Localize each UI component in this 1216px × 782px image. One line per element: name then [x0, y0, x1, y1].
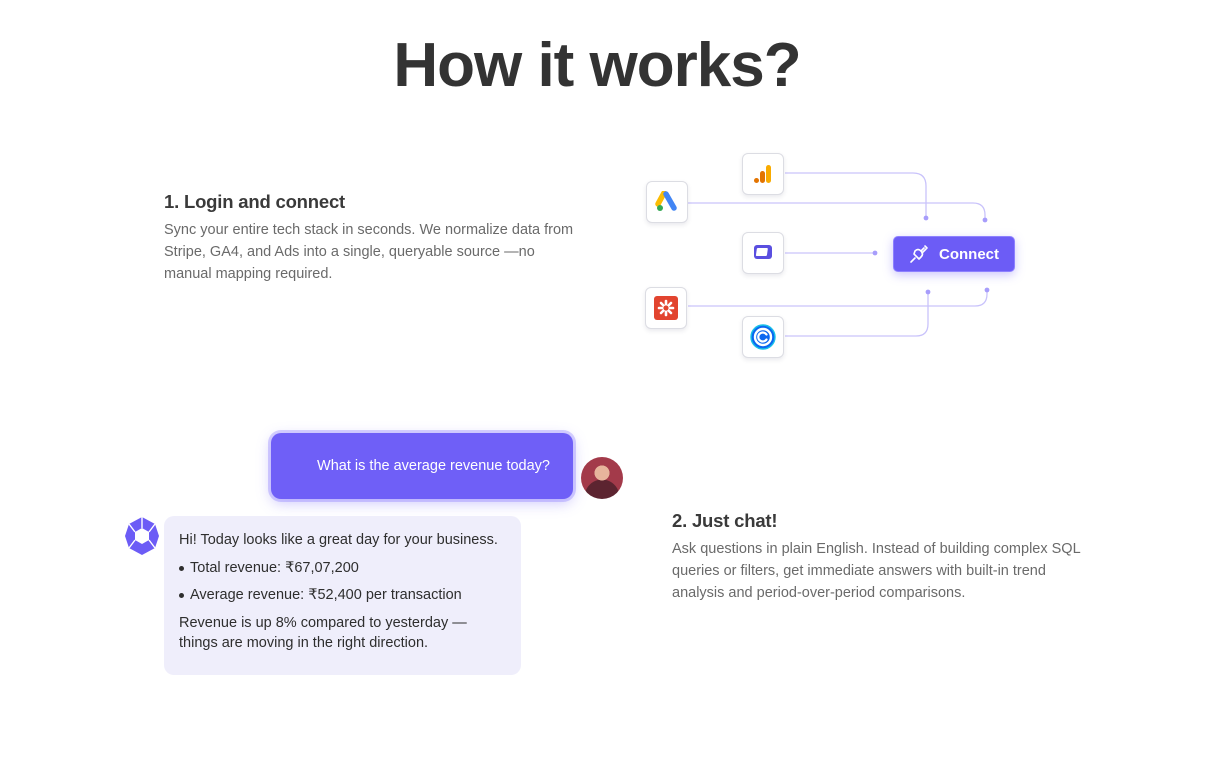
- assistant-message-bubble: Hi! Today looks like a great day for you…: [164, 516, 521, 675]
- integration-diagram: Connect: [630, 140, 1050, 370]
- step-login-connect: 1. Login and connect Sync your entire te…: [164, 191, 584, 285]
- step-title: 1. Login and connect: [164, 191, 346, 212]
- framer-icon: [754, 245, 772, 259]
- step-title: 2. Just chat!: [672, 510, 778, 531]
- list-item: Average revenue: ₹52,400 per transaction: [179, 586, 506, 604]
- google-ads-icon: [655, 191, 677, 211]
- user-message-text: What is the average revenue today?: [317, 458, 550, 474]
- user-message-bubble: What is the average revenue today?: [271, 433, 573, 499]
- framer-tile[interactable]: [742, 232, 784, 274]
- zapier-tile[interactable]: [645, 287, 687, 329]
- calendly-tile[interactable]: [742, 316, 784, 358]
- connect-button[interactable]: Connect: [893, 236, 1015, 272]
- google-ads-tile[interactable]: [646, 181, 688, 223]
- connect-label: Connect: [939, 245, 999, 263]
- plug-icon: [910, 245, 928, 263]
- assistant-logo-icon: [125, 517, 159, 555]
- connector-lines: [688, 172, 990, 337]
- assistant-closing: Revenue is up 8% compared to yesterday —…: [179, 615, 467, 651]
- google-analytics-icon: [754, 165, 771, 183]
- google-analytics-tile[interactable]: [742, 153, 784, 195]
- zapier-icon: [654, 296, 678, 320]
- calendly-icon: [750, 324, 776, 350]
- step-description: Sync your entire tech stack in seconds. …: [164, 222, 574, 282]
- user-avatar: [581, 457, 623, 499]
- assistant-greeting: Hi! Today looks like a great day for you…: [179, 532, 498, 548]
- assistant-bullet-list: Total revenue: ₹67,07,200 Average revenu…: [179, 559, 506, 604]
- step-description: Ask questions in plain English. Instead …: [672, 541, 1081, 601]
- list-item: Total revenue: ₹67,07,200: [179, 559, 506, 577]
- step-just-chat: 2. Just chat! Ask questions in plain Eng…: [672, 510, 1092, 604]
- page-title: How it works?: [393, 31, 801, 100]
